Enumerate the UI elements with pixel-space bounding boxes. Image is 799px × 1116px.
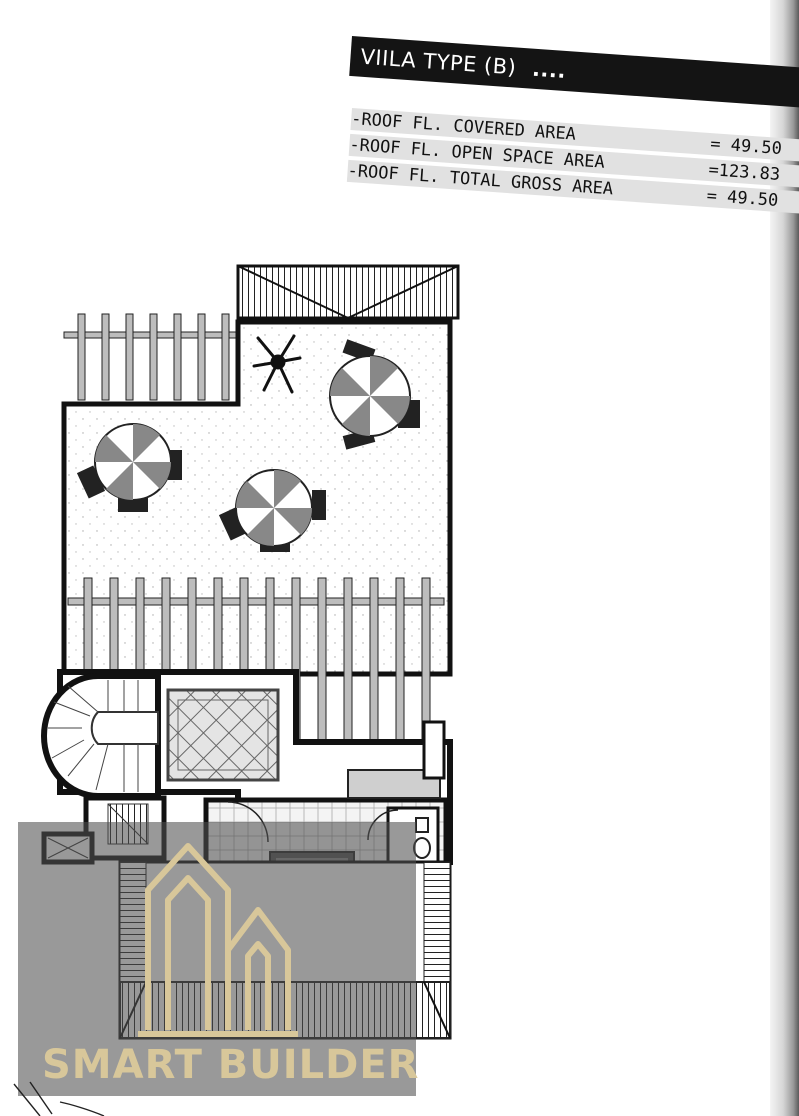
villa-title: VIILA TYPE (B) bbox=[359, 44, 518, 80]
umbrella-table-icon bbox=[218, 469, 326, 552]
spiral-stair bbox=[41, 673, 161, 799]
area-value: =123.83 bbox=[707, 160, 781, 185]
watermark-overlay: SMART BUILDER bbox=[18, 822, 420, 1096]
pergola-top-left bbox=[63, 313, 241, 401]
watermark-brand-text: SMART BUILDER bbox=[42, 1042, 420, 1088]
area-list: -ROOF FL. COVERED AREA = 49.50 -ROOF FL.… bbox=[346, 108, 799, 219]
sloped-roof-top bbox=[236, 264, 460, 320]
umbrella-table-icon bbox=[76, 423, 182, 512]
palm-plant-icon bbox=[252, 334, 302, 394]
pergola-lower bbox=[67, 577, 445, 745]
villa-title-bar: VIILA TYPE (B) .... bbox=[349, 36, 799, 108]
title-dots: .... bbox=[531, 56, 567, 83]
pen-scribble bbox=[13, 1081, 105, 1116]
umbrella-table-icon bbox=[329, 339, 420, 450]
area-value: = 49.50 bbox=[706, 185, 779, 211]
building-logo-icon bbox=[138, 843, 298, 1037]
area-value: = 49.50 bbox=[709, 134, 783, 160]
